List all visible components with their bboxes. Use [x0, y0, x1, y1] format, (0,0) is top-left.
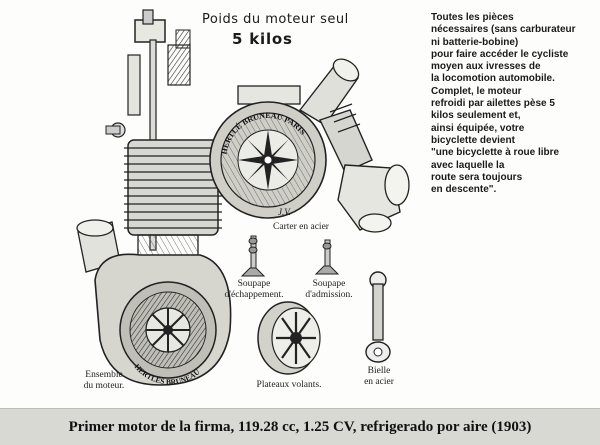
label-exhaust-valve: Soupape d'échappement.	[212, 279, 296, 301]
promo-line: kilos seulement et,	[431, 110, 521, 122]
label-line: Bielle	[367, 366, 391, 376]
caption-bar: Primer motor de la firma, 119.28 cc, 1.2…	[0, 408, 600, 445]
promo-line: ni batterie-bobine)	[431, 36, 519, 48]
promo-line: Toutes les pièces	[431, 12, 514, 23]
label-line: Soupape	[312, 279, 346, 289]
promo-line: la locomotion automobile.	[431, 73, 555, 85]
intake-valve	[314, 239, 340, 275]
label-line: Soupape	[237, 279, 271, 289]
promo-line: moyen aux ivresses de	[431, 61, 541, 73]
spring-housing	[167, 44, 191, 86]
label-line: Ensemble	[85, 370, 123, 380]
crankcase-cover	[209, 85, 327, 219]
label-line: d'échappement.	[224, 290, 284, 300]
caption-text: Primer motor de la firma, 119.28 cc, 1.2…	[68, 418, 532, 435]
label-line: d'admission.	[305, 290, 353, 300]
promo-line: route sera toujours	[431, 171, 523, 183]
label-flywheel: Plateaux volants.	[256, 380, 322, 390]
promo-line: "une bicyclette à roue libre	[431, 147, 560, 159]
weight-value: 5 kilos	[232, 30, 293, 48]
cylinder-fins	[124, 139, 222, 236]
connecting-rod	[365, 271, 391, 363]
engine-assembly	[76, 9, 232, 386]
label-connecting-rod: Bielle en acier	[354, 366, 404, 388]
engine-drawing: HERTLÉ BRUNEAU PARIS HERTLÉS BRUNEAU	[76, 9, 410, 386]
label-line: du moteur.	[83, 381, 125, 391]
promo-line: refroidi par ailettes pèse 5	[431, 98, 555, 110]
label-intake-valve: Soupape d'admission.	[292, 279, 366, 301]
exhaust-valve	[240, 235, 266, 277]
promo-line: bicyclette devient	[431, 134, 515, 146]
weight-title: Poids du moteur seul	[202, 12, 349, 27]
promo-line: pour faire accéder le cycliste	[431, 48, 569, 60]
promo-text: Toutes les pièces nécessaires (sans carb…	[431, 12, 600, 196]
engine-illustration: HERTLÉ BRUNEAU PARIS HERTLÉS BRUNEAU Poi…	[72, 9, 600, 392]
promo-line: nécessaires (sans carburateur	[431, 24, 576, 36]
flywheel-plates	[257, 301, 321, 375]
promo-line: avec laquelle la	[431, 159, 505, 171]
promo-line: ainsi équipée, votre	[431, 122, 525, 134]
promo-line: Complet, le moteur	[431, 85, 522, 97]
artist-signature: J.V.	[278, 207, 291, 217]
label-carter: Carter en acier	[273, 222, 329, 232]
promo-line: en descente".	[431, 184, 497, 196]
label-engine-assembly: Ensemble du moteur.	[72, 370, 136, 392]
label-line: en acier	[364, 377, 394, 387]
manifold-pipes	[298, 58, 410, 233]
